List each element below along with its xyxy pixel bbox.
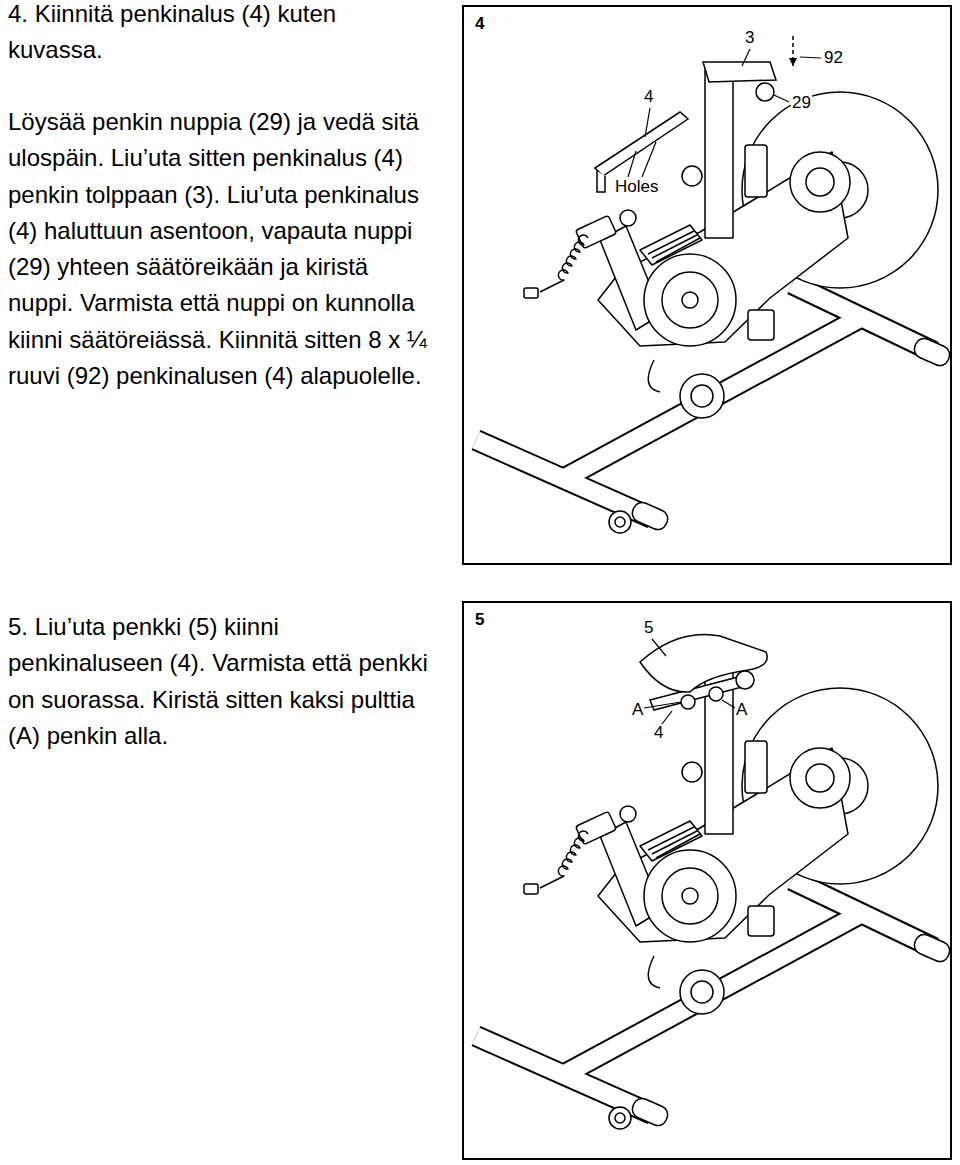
screw xyxy=(789,58,797,66)
figure-panel: 5 xyxy=(462,601,952,1160)
seat-post-top xyxy=(703,62,776,82)
instruction-text: 4. Kiinnitä penkinalus (4) kuten kuvassa… xyxy=(8,0,433,69)
leader-lines xyxy=(644,639,735,724)
seat-knob xyxy=(736,671,754,689)
callout-number: 4 xyxy=(643,88,654,106)
saddle xyxy=(640,634,767,692)
seat-rail xyxy=(595,112,688,176)
callout-number: 92 xyxy=(823,49,844,67)
step-number: 4 xyxy=(475,15,484,33)
leader-lines xyxy=(628,49,821,177)
seat-rail-peg xyxy=(597,171,605,192)
instruction-text: 5. Liu’uta penkki (5) kiinni penkinaluse… xyxy=(8,609,433,754)
step4-figure xyxy=(476,36,953,533)
bike-base xyxy=(476,666,953,1129)
bolt xyxy=(681,695,695,709)
bike-base xyxy=(476,70,953,533)
part-label: Holes xyxy=(614,178,659,196)
seat-knob xyxy=(756,83,774,101)
figure-panel: 4 xyxy=(462,5,952,565)
callout-number: 4 xyxy=(653,724,664,742)
callout-number: 29 xyxy=(791,94,812,112)
step-number: 5 xyxy=(475,611,484,629)
callout-letter: A xyxy=(735,701,748,719)
callout-number: 5 xyxy=(643,619,654,637)
step5-figure xyxy=(476,634,953,1129)
callout-letter: A xyxy=(631,701,644,719)
bolt xyxy=(709,687,723,701)
instruction-text: Löysää penkin nuppia (29) ja vedä sitä u… xyxy=(8,104,433,394)
callout-number: 3 xyxy=(744,29,755,47)
